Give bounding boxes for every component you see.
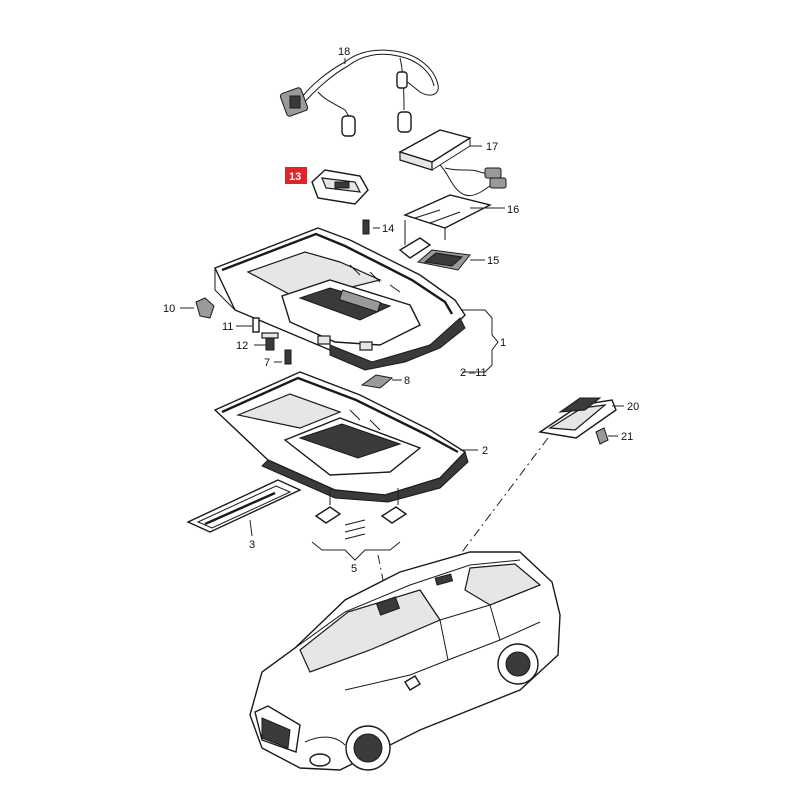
callout-2: 2 (482, 445, 488, 457)
callout-12: 12 (236, 340, 248, 352)
callout-13: 13 (289, 171, 301, 183)
callout-8: 8 (404, 375, 410, 387)
roof-console-assembly-1 (214, 227, 499, 373)
callout-5: 5 (351, 563, 357, 575)
screw-7 (274, 349, 292, 365)
callout-17: 17 (486, 141, 498, 153)
wiring-harness-18 (279, 49, 439, 137)
dashed-leader-rear (449, 437, 549, 569)
grab-handle-20 (538, 397, 624, 439)
bracket-16 (398, 194, 505, 259)
clip-group-5 (311, 488, 408, 561)
callout-16: 16 (507, 204, 519, 216)
callout-14: 14 (382, 223, 394, 235)
callout-10: 10 (163, 303, 175, 315)
switch-module-15 (416, 249, 485, 271)
callout-3: 3 (249, 539, 255, 551)
callout-20: 20 (627, 401, 639, 413)
control-unit-17 (398, 129, 507, 197)
callout-7: 7 (264, 357, 270, 369)
screw-14 (362, 219, 380, 235)
clip-8 (360, 374, 402, 389)
callout-11: 11 (222, 321, 233, 333)
highlight-label-13 (285, 167, 307, 184)
callout-15: 15 (487, 255, 499, 267)
clip-10 (180, 297, 215, 319)
screw-21 (595, 427, 618, 445)
reading-lamp-13 (311, 169, 369, 205)
callout-2-11: 2 –11 (460, 367, 487, 379)
callout-1: 1 (500, 337, 506, 349)
cover-panel-3 (186, 479, 302, 537)
callout-18: 18 (338, 46, 350, 58)
callout-21: 21 (621, 431, 633, 443)
car-silhouette (249, 551, 561, 771)
roof-console-2 (213, 371, 478, 503)
grommet-12 (254, 332, 279, 351)
screw-11 (236, 317, 260, 333)
